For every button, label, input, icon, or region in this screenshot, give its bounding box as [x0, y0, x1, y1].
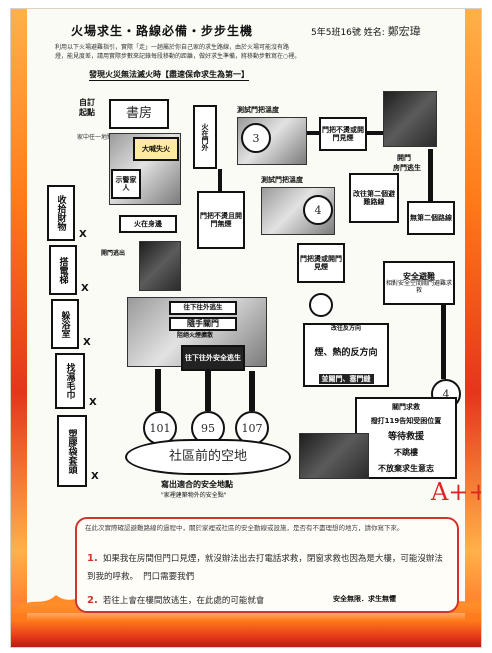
fire-on-body-box: 火在身邊	[119, 215, 177, 233]
x-mark-icon: X	[91, 471, 99, 482]
call-for-help-box: 關門求救 撥打119告知受困位置 等待救援 不跳樓 不放棄求生意志	[355, 397, 457, 479]
assembly-sub: "家裡建築物外的安全點"	[161, 492, 227, 499]
student-name: 鄭宏瑋	[387, 25, 421, 38]
alarm-warn-family: 示警家人	[111, 169, 141, 199]
answer-1-tail: 門口需要我們	[143, 571, 195, 582]
answer-1-text: 如果我在房間但門口見煙，就沒辦法出去打電話求救，閉窗求救也因為是大樓，可能沒辦法…	[87, 554, 443, 582]
answer-1: 1. 如果我在房間但門口見煙，就沒辦法出去打電話求救，閉窗求救也因為是大樓，可能…	[87, 547, 447, 582]
panel-escape-4: 往下往外安全逃生	[181, 345, 245, 371]
count-a: 101	[143, 411, 177, 445]
fire-outside-box: 火在門外	[193, 105, 217, 169]
x-mark-icon: X	[81, 283, 89, 294]
reflection-box: 在此次實際確認避難路線的過程中，關於家裡或社區的安全動線或設施，是否有不盡理想的…	[75, 517, 459, 613]
arrow-shaft-door-cool	[307, 131, 319, 135]
dont-item-3: 找濕毛巾	[55, 353, 85, 409]
answer-1-number: 1.	[87, 553, 98, 564]
slogan: 安全無限．求生無懼	[333, 595, 396, 603]
arrow-shaft-b	[205, 371, 211, 411]
answer-2-number: 2.	[87, 595, 98, 606]
dont-item-2: 躲浴室	[51, 299, 79, 349]
page-title: 火場求生・路線必備・步步生機	[71, 24, 254, 38]
door-open-escape-label: 開門逃出	[101, 250, 126, 257]
door-cool-box: 門把不燙或開門見煙	[319, 117, 367, 151]
change-to-3: 並關門、塞門縫	[318, 373, 374, 384]
step-count-3-empty	[309, 293, 333, 317]
step-count-1: 3	[241, 123, 271, 153]
answer-2-text: 若往上會在樓間放逃生，在此處的可能就會	[102, 596, 265, 606]
x-mark-icon: X	[89, 397, 97, 408]
call-119: 撥打119告知受困位置	[370, 417, 442, 426]
panel-escape-1: 往下往外逃生	[169, 301, 237, 315]
door-escape-photo	[139, 241, 181, 291]
arrow-shaft-room-door	[367, 131, 383, 135]
test-door-1-label: 測試門把溫度	[237, 106, 279, 114]
intro-line-2: 燈，能見度差，請用實際步數來記錄每段移動的距離，做好求生準備，將移動步數寫在○裡…	[55, 53, 301, 60]
panel-escape-3: 阻絕火煙擴散	[177, 332, 214, 339]
assembly-point-input: 社區前的空地	[125, 439, 291, 475]
arrow-shaft-second-route	[428, 149, 433, 201]
right-flame-border	[465, 9, 481, 647]
origin-label-1: 自訂	[79, 98, 95, 107]
teacher-grade: A++	[431, 478, 481, 506]
arrow-shaft-door-hot	[218, 169, 222, 191]
origin-hint: 家中任一地點	[77, 134, 114, 141]
x-mark-icon: X	[79, 229, 87, 240]
safe-refuge-title: 安全避難	[403, 271, 435, 281]
class-info: 5年5班16號 姓名: 鄭宏瑋	[311, 25, 421, 39]
no-give-up: 不放棄求生意志	[378, 463, 434, 473]
alarm-shout: 大喊失火	[133, 137, 179, 161]
assembly-title: 寫出適合的安全地點	[161, 480, 233, 489]
dont-item-4: 塑膠袋套頭	[57, 415, 87, 487]
change-to-1: 改往反方向	[330, 325, 361, 332]
answer-2: 2. 若往上會在樓間放逃生，在此處的可能就會	[87, 589, 264, 607]
change-route-box: 改往第二個避難路線	[349, 173, 399, 223]
no-jump: 不跳樓	[394, 448, 418, 458]
headline: 發現火災無法滅火時【盡速保命求生為第一】	[89, 70, 249, 81]
worksheet: 火場求生・路線必備・步步生機 5年5班16號 姓名: 鄭宏瑋 利用以下火場避難指…	[10, 8, 482, 648]
test-door-2-label: 測試門把溫度	[261, 176, 303, 184]
dont-item-1: 搭電梯	[49, 245, 77, 295]
safe-refuge-box: 安全避難 相對安全空間關門避難求救	[383, 261, 455, 305]
room-door-exit-photo	[383, 91, 437, 147]
origin-label-2: 起點	[79, 108, 95, 117]
wait-rescue: 等待救援	[387, 431, 424, 442]
safe-refuge-desc: 相對安全空間關門避難求救	[386, 279, 453, 294]
change-direction-box: 改往反方向 煙、熱的反方向 並關門、塞門縫	[303, 323, 389, 387]
door-hot-smoke-box: 門把燙或開門見煙	[297, 243, 345, 283]
no-second-route-box: 無第二個路線	[407, 201, 455, 235]
origin-input: 書房	[109, 99, 169, 129]
class-info-label: 5年5班16號 姓名:	[311, 28, 385, 38]
dont-item-0: 收拾財物	[47, 185, 75, 241]
change-to-2: 煙、熱的反方向	[314, 348, 378, 359]
reflection-question: 在此次實際確認避難路線的過程中，關於家裡或社區的安全動線或設施，是否有不盡理想的…	[85, 524, 404, 532]
step-count-2: 4	[303, 195, 333, 225]
left-flame-border	[11, 9, 27, 647]
x-mark-icon: X	[83, 337, 91, 348]
arrow-shaft-a	[155, 369, 161, 411]
arrow-shaft-c	[249, 371, 255, 411]
door-hot-box: 門把不燙且開門無煙	[197, 191, 245, 249]
firefighter-rescue-photo	[299, 433, 369, 479]
door-label: 開門	[397, 154, 411, 162]
house-exit-label: 房門逃生	[393, 164, 421, 172]
intro-line-1: 利用以下火場避難指引，實際「走」一趟屬於你自己家的求生路線，由於火場可能沒有路	[55, 44, 290, 51]
panel-escape-2: 隨手關門	[169, 317, 237, 331]
arrow-shaft-refuge	[441, 305, 446, 379]
close-door-call: 關門求救	[392, 403, 420, 412]
